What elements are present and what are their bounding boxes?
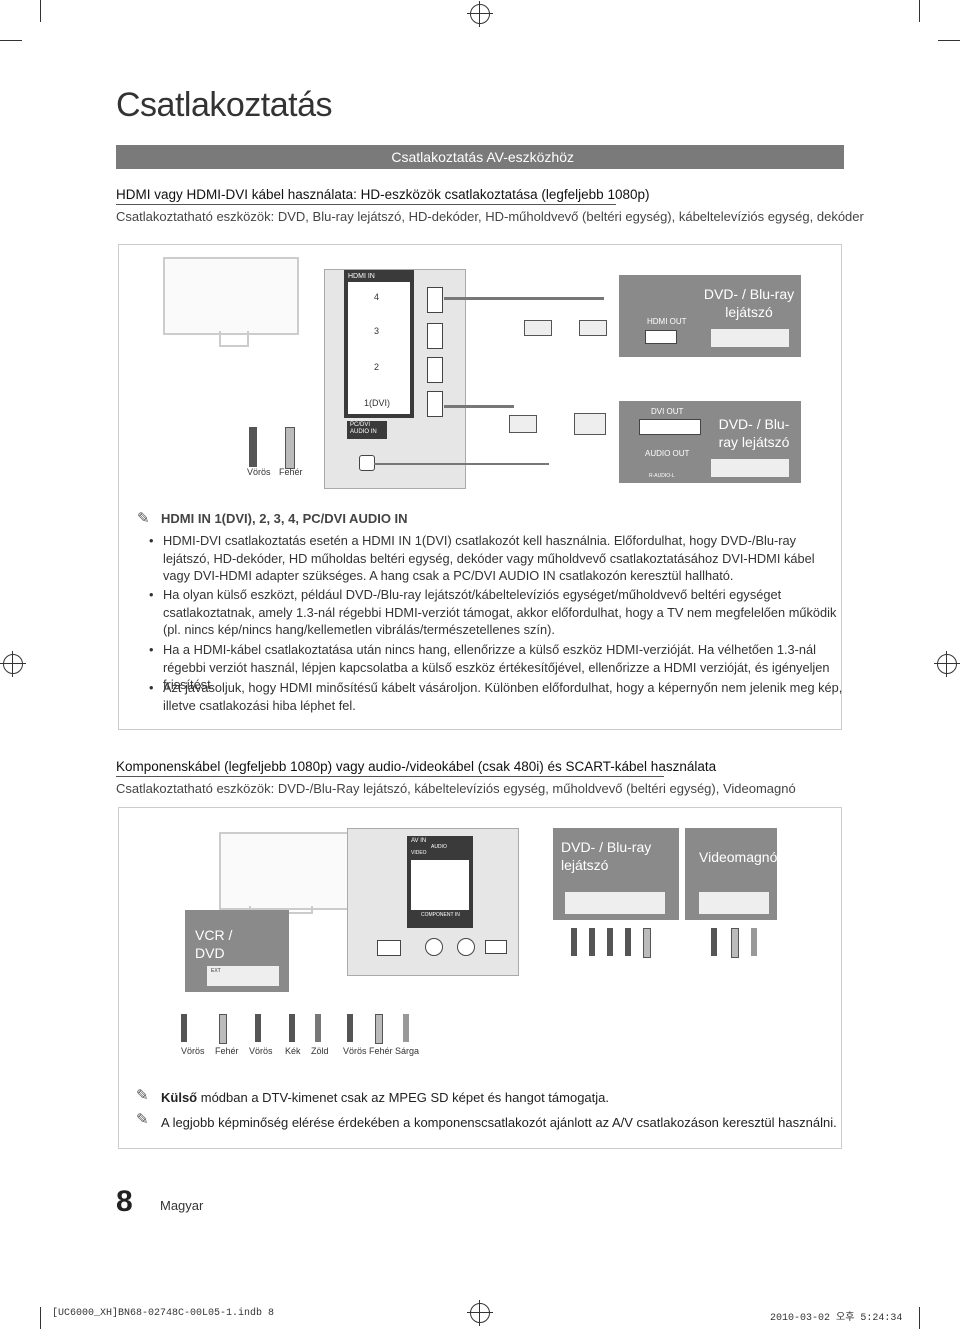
hdmi-diagram: HDMI IN 4 3 2 1(DVI) PC/DVI AUDIO IN Vör… bbox=[118, 244, 842, 730]
player-2: DVD- / Blu-ray lejátszó DVI OUT AUDIO OU… bbox=[619, 401, 801, 483]
footer-file: [UC6000_XH]BN68-02748C-00L05-1.indb 8 bbox=[52, 1308, 274, 1319]
cable-label: Vörös bbox=[343, 1046, 367, 1056]
crop-mark bbox=[40, 0, 41, 22]
hdmi-bullet-1: HDMI-DVI csatlakoztatás esetén a HDMI IN… bbox=[163, 532, 843, 585]
component-heading: Komponenskábel (legfeljebb 1080p) vagy a… bbox=[116, 759, 716, 774]
registration-mark-icon bbox=[470, 1303, 490, 1323]
hdmi-cable bbox=[444, 297, 604, 300]
hdmi-heading: HDMI vagy HDMI-DVI kábel használata: HD-… bbox=[116, 187, 649, 202]
cable-label: Zöld bbox=[311, 1046, 329, 1056]
red-rca-plug bbox=[249, 427, 257, 467]
tv-back-illustration bbox=[219, 832, 353, 910]
hdmi-in-block: HDMI IN 4 3 2 1(DVI) bbox=[344, 270, 414, 418]
hdmi-note-title: HDMI IN 1(DVI), 2, 3, 4, PC/DVI AUDIO IN bbox=[161, 511, 408, 526]
audio-port bbox=[457, 938, 475, 956]
cable-label: Vörös bbox=[181, 1046, 205, 1056]
component-note-2: A legjobb képminőség elérése érdekében a… bbox=[161, 1115, 837, 1130]
page-language: Magyar bbox=[160, 1198, 203, 1213]
registration-mark-icon bbox=[937, 654, 957, 674]
cable-label: Sárga bbox=[395, 1046, 419, 1056]
optical-port bbox=[425, 938, 443, 956]
hdmi-dvi-cable bbox=[444, 405, 514, 408]
dvi-out-port bbox=[639, 419, 701, 435]
cable-label: Fehér bbox=[215, 1046, 239, 1056]
hdmi-port-2 bbox=[427, 357, 443, 383]
component-devices: Csatlakoztatható eszközök: DVD-/Blu-Ray … bbox=[116, 781, 796, 796]
scart-port bbox=[377, 940, 401, 956]
red-label: Vörös bbox=[247, 467, 271, 477]
heading-underline bbox=[116, 204, 616, 205]
page-number: 8 bbox=[116, 1185, 133, 1219]
white-rca-plug bbox=[285, 427, 295, 469]
cable-label: Vörös bbox=[249, 1046, 273, 1056]
crop-mark bbox=[919, 1307, 920, 1329]
hdmi-port-1 bbox=[427, 391, 443, 417]
hdmi-bullet-4: Azt javasoljuk, hogy HDMI minősítésű káb… bbox=[163, 679, 843, 714]
hdmi-out-port bbox=[645, 330, 677, 344]
player-1: DVD- / Blu-ray lejátszó HDMI OUT bbox=[619, 275, 801, 357]
pencil-icon: ✎ bbox=[136, 1110, 149, 1128]
hdmi-port-3 bbox=[427, 323, 443, 349]
hdmi-devices: Csatlakoztatható eszközök: DVD, Blu-ray … bbox=[116, 209, 864, 224]
audio-cable bbox=[374, 463, 549, 465]
hdmi-port-4 bbox=[427, 287, 443, 313]
white-label: Fehér bbox=[279, 467, 303, 477]
pc-dvi-audio-port bbox=[359, 455, 375, 471]
cable-label: Fehér bbox=[369, 1046, 393, 1056]
vcr-dvd-device: VCR / DVD EXT bbox=[185, 910, 289, 992]
hdmi-bullet-2: Ha olyan külső eszközt, például DVD-/Blu… bbox=[163, 586, 843, 639]
crop-mark bbox=[0, 40, 22, 41]
section-bar-label: Csatlakoztatás AV-eszközhöz bbox=[391, 149, 574, 165]
av-component-block: AV IN VIDEO AUDIO COMPONENT IN bbox=[407, 836, 473, 928]
crop-mark bbox=[938, 40, 960, 41]
crop-mark bbox=[40, 1307, 41, 1329]
vcr-device: Videomagnó bbox=[685, 828, 777, 920]
crop-mark bbox=[919, 0, 920, 22]
registration-mark-icon bbox=[3, 654, 23, 674]
page-title: Csatlakoztatás bbox=[116, 86, 332, 125]
pencil-icon: ✎ bbox=[136, 1086, 149, 1104]
component-note-1: Külső módban a DTV-kimenet csak az MPEG … bbox=[161, 1090, 609, 1105]
footer-date: 2010-03-02 오후 5:24:34 bbox=[770, 1308, 902, 1324]
pencil-icon: ✎ bbox=[137, 509, 150, 527]
registration-mark-icon bbox=[470, 4, 490, 24]
pc-port bbox=[485, 940, 507, 954]
player-device: DVD- / Blu-ray lejátszó bbox=[553, 828, 679, 920]
tv-back-illustration bbox=[163, 257, 299, 335]
section-bar: Csatlakoztatás AV-eszközhöz bbox=[116, 145, 844, 169]
pc-dvi-audio-block: PC/DVI AUDIO IN bbox=[347, 421, 387, 439]
heading-underline bbox=[116, 776, 664, 777]
cable-label: Kék bbox=[285, 1046, 301, 1056]
